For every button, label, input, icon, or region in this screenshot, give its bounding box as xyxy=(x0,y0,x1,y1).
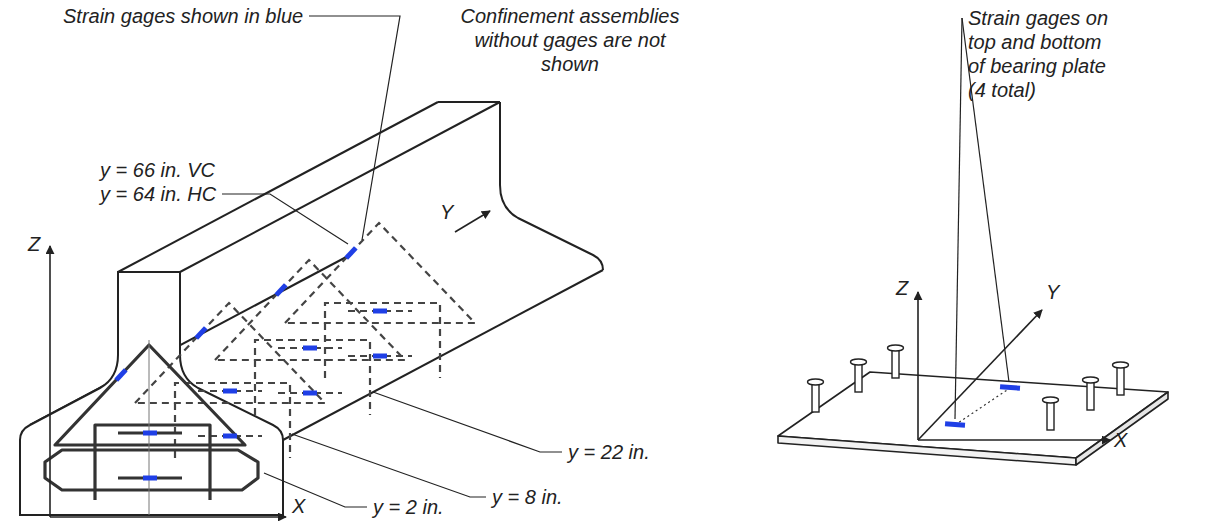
section-location: y = 66 in. VC xyxy=(100,158,215,182)
axis-label: Y xyxy=(440,200,453,224)
note-text: Confinement assemblies without gages are… xyxy=(455,4,685,76)
section-location: y = 64 in. HC xyxy=(100,182,216,206)
leader-line xyxy=(222,16,562,507)
leader-line xyxy=(955,18,1009,419)
axis-label: Y xyxy=(1046,280,1059,304)
strain-gage xyxy=(114,246,387,480)
axis-label: Z xyxy=(896,276,908,300)
confinement-assembly xyxy=(135,223,475,458)
girder-outline xyxy=(20,102,603,515)
axis-label: X xyxy=(1114,428,1127,452)
axis-arrow xyxy=(50,211,490,517)
strain-gage xyxy=(945,384,1020,427)
callout-note: Strain gages shown in blue xyxy=(63,4,303,28)
axis-arrow xyxy=(918,292,1110,440)
bearing-plate xyxy=(778,372,1168,465)
section-location: y = 22 in. xyxy=(568,440,650,464)
front-reinforcement xyxy=(45,345,258,500)
axis-label: Z xyxy=(28,232,40,256)
section-location: y = 8 in. xyxy=(492,485,563,509)
axis-label: X xyxy=(292,494,305,518)
section-location: y = 2 in. xyxy=(373,495,444,519)
callout-note: Strain gages on top and bottom of bearin… xyxy=(968,6,1118,102)
center-line xyxy=(149,340,150,515)
